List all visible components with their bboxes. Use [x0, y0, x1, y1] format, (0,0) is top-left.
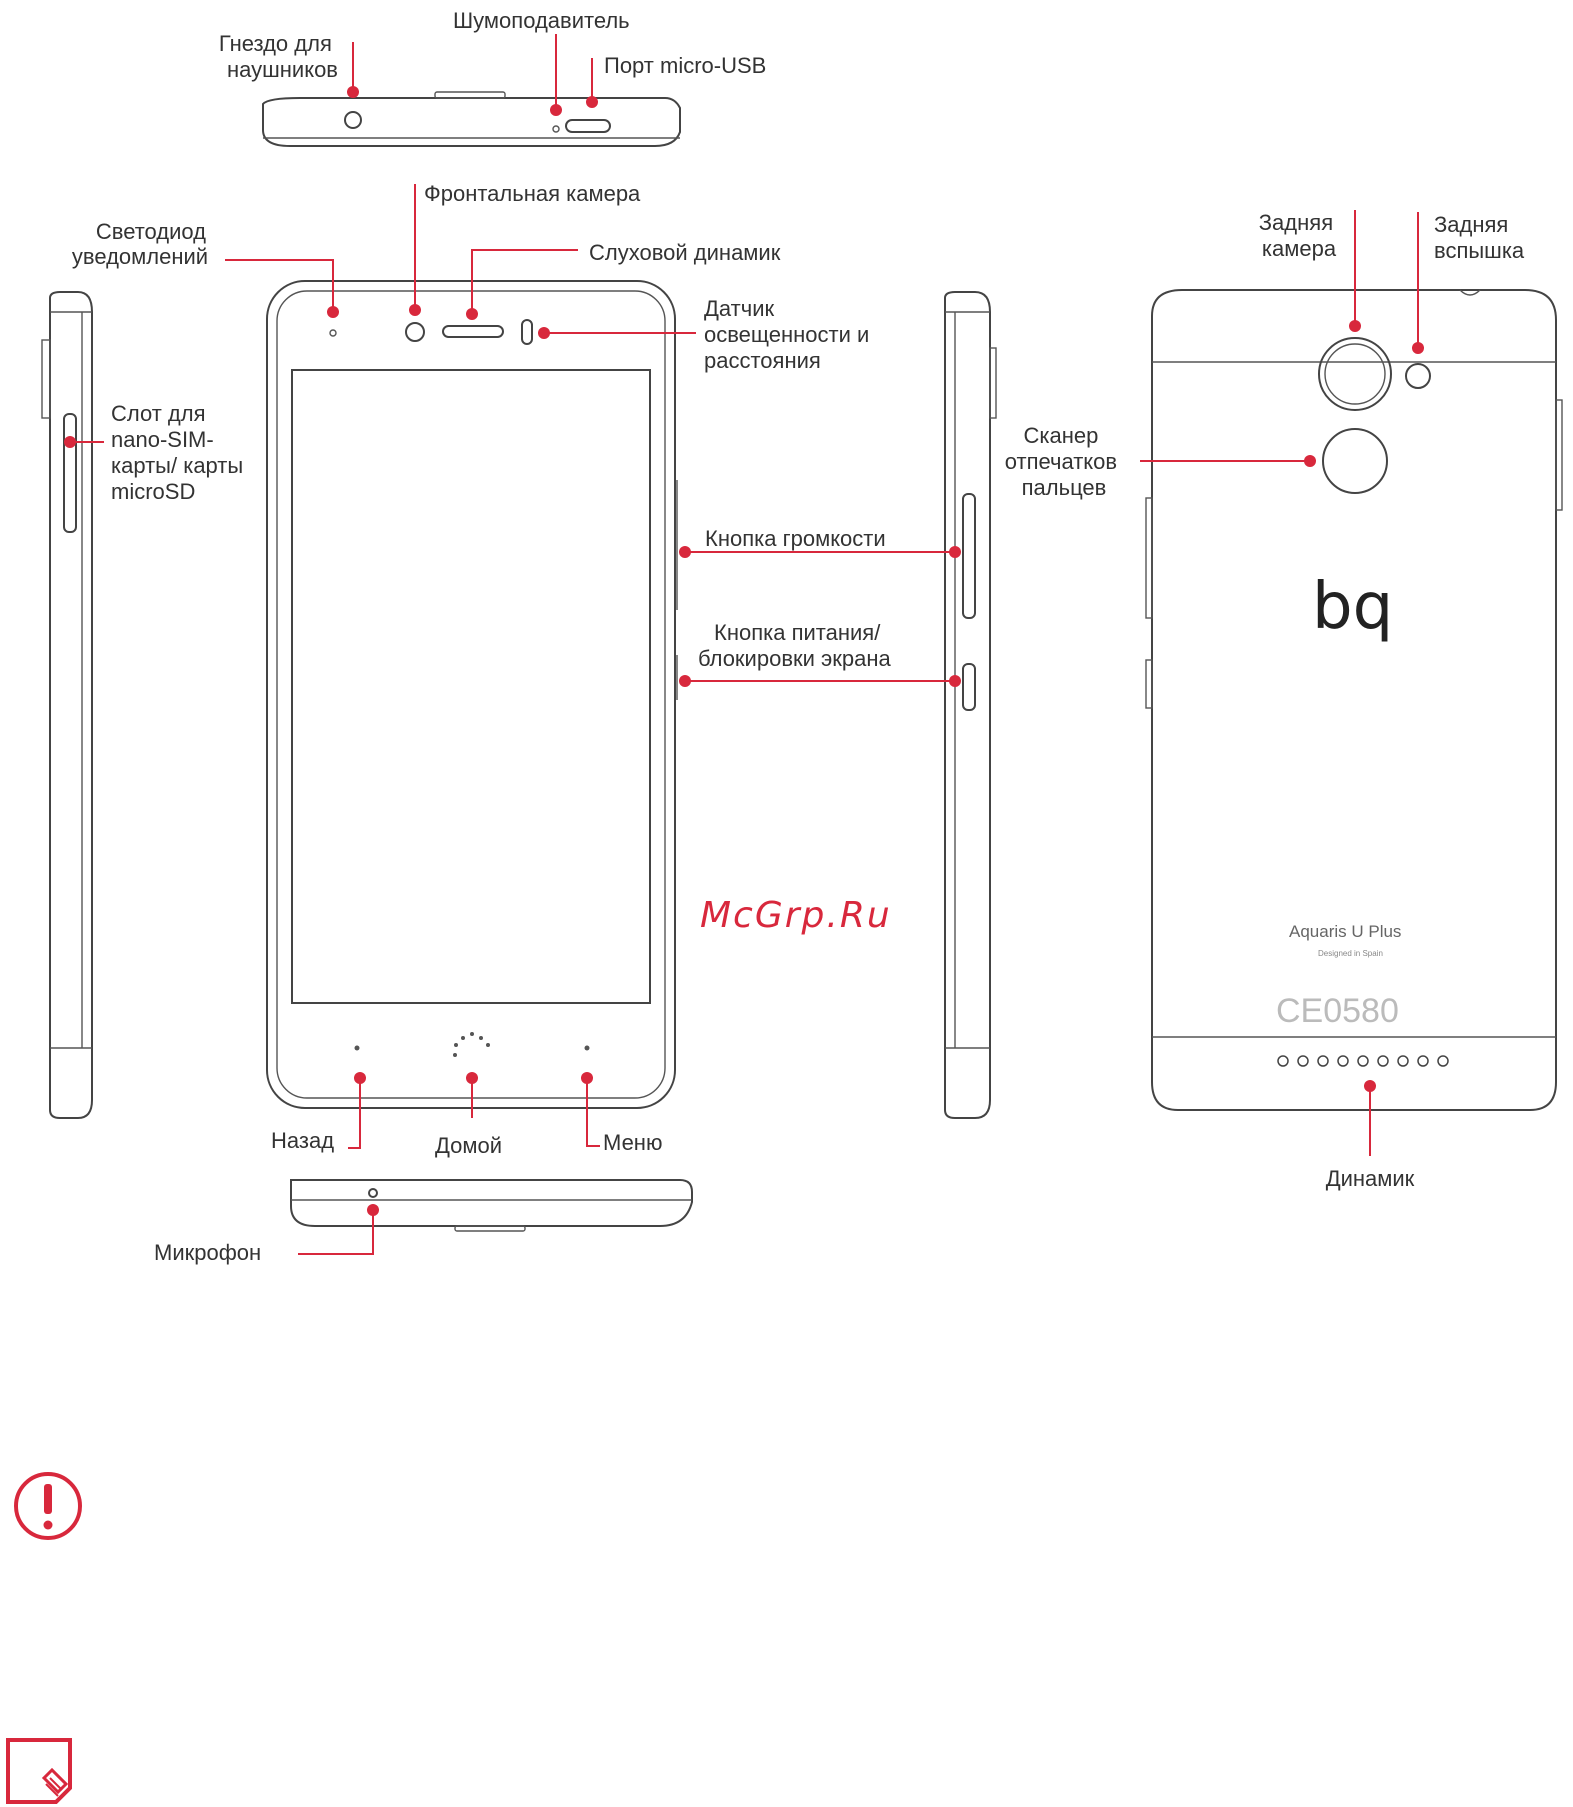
light-sensor	[521, 319, 533, 345]
speaker-grille	[1277, 1055, 1449, 1067]
menu-key	[584, 1045, 590, 1051]
label-headphone-jack: Гнездо для наушников	[219, 31, 338, 82]
label-microphone: Микрофон	[154, 1240, 261, 1265]
front-camera	[405, 322, 425, 342]
label-home: Домой	[435, 1133, 502, 1158]
label-noise-canceller: Шумоподавитель	[453, 8, 630, 33]
back-view: bq Aquaris U Plus Designed in Spain CE05…	[1145, 289, 1563, 1111]
notification-led	[329, 329, 337, 337]
label-front-camera: Фронтальная камера	[424, 181, 641, 206]
front-view	[266, 280, 676, 1109]
watermark: McGrp.Ru	[700, 895, 892, 936]
fingerprint-scanner	[1322, 428, 1388, 494]
label-notification-led: Светодиод уведомлений	[72, 219, 212, 269]
sim-slot	[63, 413, 77, 533]
label-micro-usb: Порт micro-USB	[604, 53, 766, 78]
label-sim-slot: Слот для nano-SIM- карты/ карты microSD	[111, 401, 249, 504]
front-screen	[291, 369, 651, 1004]
right-side-view	[944, 291, 997, 1119]
label-volume-button: Кнопка громкости	[705, 526, 886, 551]
rear-flash	[1405, 363, 1431, 389]
volume-button	[962, 493, 976, 619]
label-rear-camera: Задняя камера	[1259, 210, 1339, 261]
label-rear-flash: Задняя вспышка	[1434, 212, 1525, 263]
top-edge-view	[262, 91, 681, 147]
brand-logo: bq	[1312, 570, 1393, 644]
bottom-edge-view	[290, 1179, 693, 1232]
headphone-jack-port	[344, 111, 362, 129]
microphone-hole	[368, 1188, 378, 1198]
model-name: Aquaris U Plus	[1289, 922, 1401, 941]
back-key	[354, 1045, 360, 1051]
label-light-sensor: Датчик освещенности и расстояния	[704, 296, 875, 373]
noise-canceller-hole	[552, 125, 560, 133]
model-tagline: Designed in Spain	[1318, 949, 1383, 958]
label-menu: Меню	[603, 1130, 662, 1155]
left-side-view	[41, 291, 93, 1119]
warning-icon	[14, 1472, 82, 1540]
label-power-button: Кнопка питания/ блокировки экрана	[698, 620, 892, 671]
power-button	[962, 663, 976, 711]
rear-camera	[1318, 337, 1392, 411]
label-earpiece: Слуховой динамик	[589, 240, 781, 265]
label-back: Назад	[271, 1128, 334, 1153]
earpiece-grille	[442, 325, 504, 338]
label-fingerprint: Сканер отпечатков пальцев	[1005, 423, 1123, 500]
home-key	[453, 1032, 490, 1057]
label-speaker: Динамик	[1326, 1166, 1415, 1191]
certification-mark: CE0580	[1276, 992, 1399, 1030]
note-icon	[6, 1738, 72, 1804]
micro-usb-port	[565, 119, 611, 133]
